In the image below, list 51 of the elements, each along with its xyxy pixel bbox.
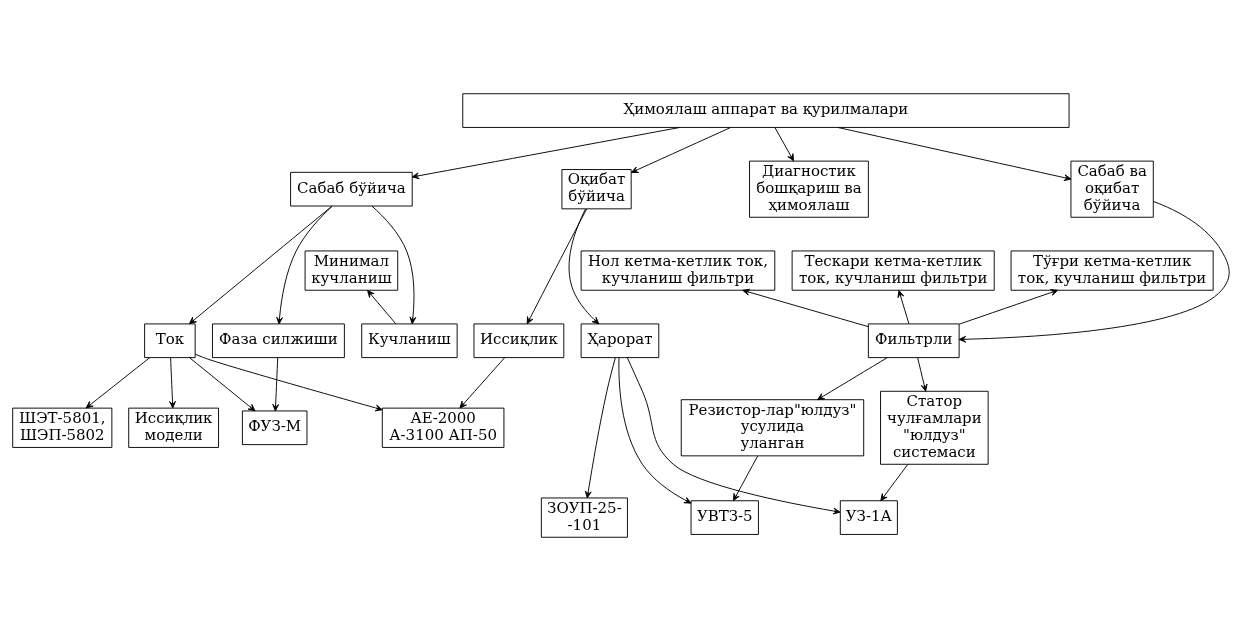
- arrow: [618, 356, 692, 504]
- arrow: [630, 126, 731, 173]
- arrow: [371, 205, 417, 324]
- arrow: [189, 356, 256, 411]
- arrow: [817, 356, 888, 400]
- node-box: Ҳарорат: [580, 322, 660, 358]
- node-box: УВТЗ-5: [690, 499, 759, 535]
- arrow: [742, 288, 869, 327]
- node-box: ЗОУП-25- -101: [540, 497, 628, 538]
- arrow: [526, 208, 588, 324]
- node-box: Фильтрли: [867, 322, 960, 358]
- node-box: Кучланиш: [361, 322, 458, 358]
- arrow: [367, 289, 397, 324]
- arrow: [626, 356, 841, 514]
- arrow: [195, 353, 383, 411]
- arrow: [897, 289, 910, 324]
- node-box: Сабаб бўйича: [290, 171, 413, 206]
- node-box: Фаза силжиши: [212, 322, 345, 358]
- node-box: УЗ-1А: [839, 499, 898, 535]
- arrow: [189, 205, 333, 324]
- arrow: [411, 126, 681, 179]
- arrow: [958, 200, 1230, 343]
- arrow: [584, 356, 616, 498]
- node-box: АЕ-2000 А-3100 АП-50: [381, 407, 505, 448]
- arrow: [733, 455, 759, 501]
- node-box: Нол кетма-кетлик ток, кучланиш фильтри: [580, 249, 776, 291]
- node-box: ШЭТ-5801, ШЭП-5802: [12, 407, 113, 448]
- node-box: Ҳимоялаш аппарат ва қурилмалари: [462, 92, 1070, 128]
- node-box: Статор чулғамлари "юлдуз" системаси: [880, 390, 989, 465]
- node-box: Сабаб ва оқибат бўйича: [1070, 160, 1154, 218]
- node-box: Тескари кетма-кетлик ток, кучланиш фильтри: [791, 249, 995, 291]
- arrow: [917, 356, 928, 392]
- node-box: Резистор-лар"юлдуз" усулида уланган: [680, 398, 865, 456]
- node-box: Минимал кучланиш: [304, 249, 399, 291]
- arrow: [276, 205, 333, 324]
- node-box: Иссиқлик модели: [128, 407, 219, 448]
- arrow: [958, 288, 1059, 325]
- arrow: [85, 356, 151, 408]
- arrow: [774, 126, 795, 161]
- arrow: [837, 126, 1072, 181]
- arrow: [880, 463, 909, 501]
- arrow: [459, 356, 506, 408]
- arrow: [568, 208, 600, 324]
- node-box: Иссиқлик: [473, 322, 565, 358]
- node-box: Диагностик бошқариш ва ҳимоялаш: [749, 160, 869, 218]
- node-box: Ток: [144, 322, 196, 358]
- arrow: [272, 356, 280, 411]
- arrow: [169, 356, 176, 408]
- node-box: ФУЗ-М: [241, 409, 308, 445]
- node-box: Тўғри кетма-кетлик ток, кучланиш фильтри: [1010, 249, 1214, 291]
- node-box: Оқибат бўйича: [561, 168, 632, 209]
